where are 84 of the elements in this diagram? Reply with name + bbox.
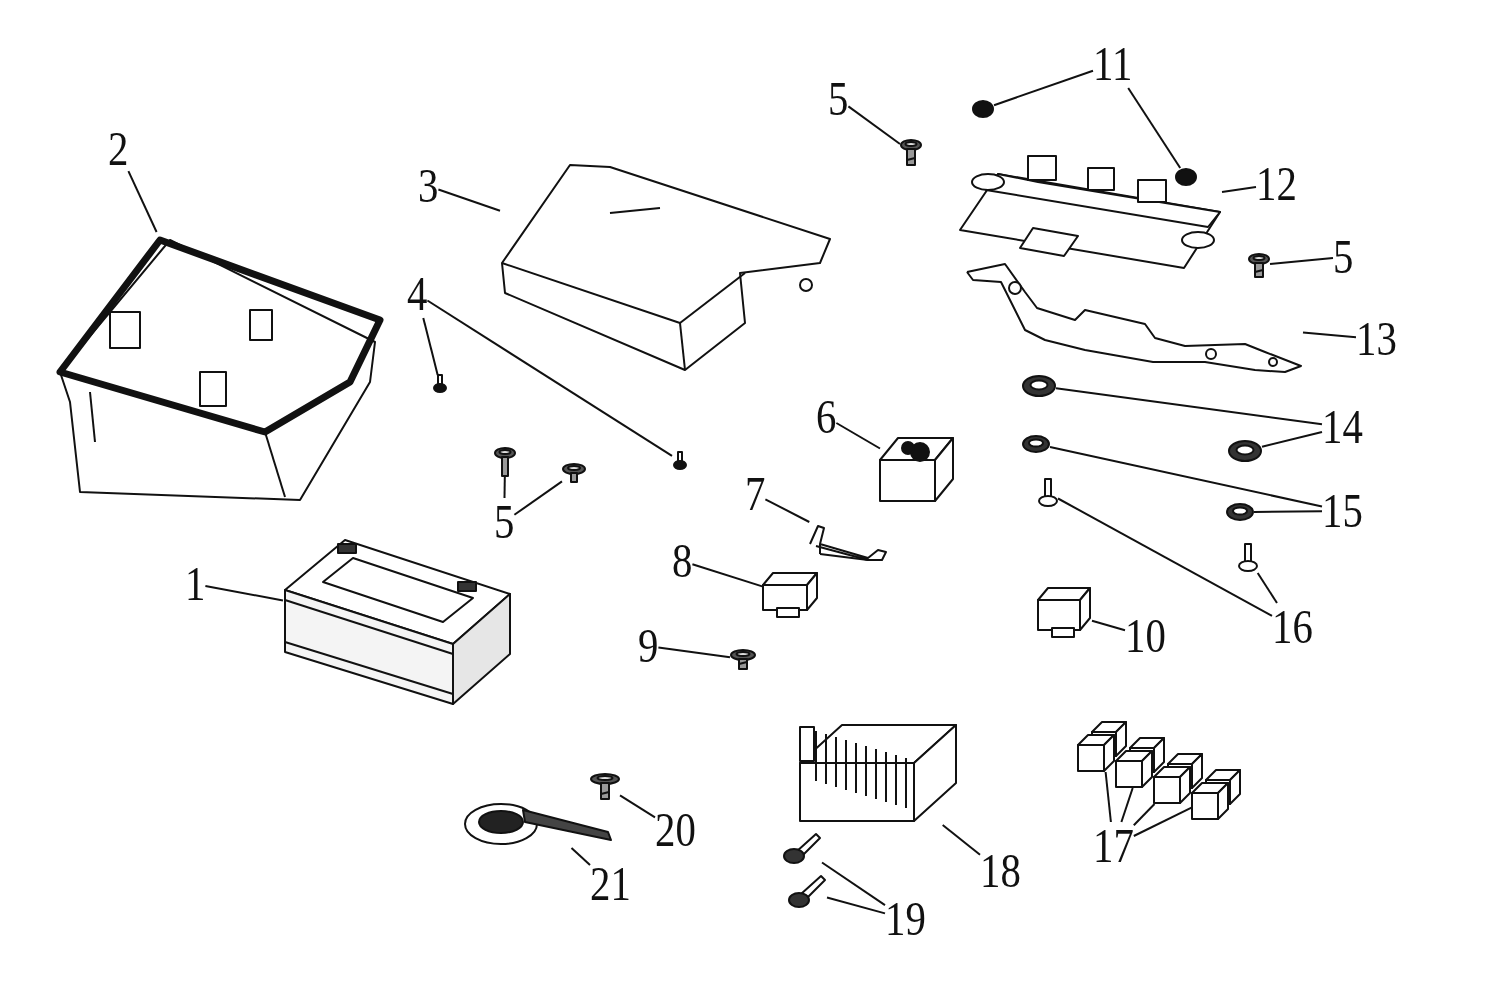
leader-line xyxy=(1132,806,1193,837)
screw-drawing xyxy=(1248,252,1270,278)
regulator-drawing xyxy=(800,725,960,825)
leader-line xyxy=(1049,446,1323,508)
bracket-drawing xyxy=(965,262,1303,374)
leader-line xyxy=(426,299,673,457)
leader-line xyxy=(503,476,506,499)
leader-line xyxy=(1221,186,1257,193)
callout-number: 5 xyxy=(828,75,849,123)
callout-number: 18 xyxy=(980,847,1021,895)
bolt-drawing xyxy=(1038,478,1058,508)
leader-line xyxy=(619,794,656,819)
leader-line xyxy=(826,896,886,915)
leader-line xyxy=(821,861,886,907)
bolt-drawing xyxy=(1238,543,1258,573)
leader-line xyxy=(422,317,439,376)
cover-drawing xyxy=(500,163,832,373)
relay-drawing xyxy=(880,438,955,503)
leader-line xyxy=(1057,497,1273,617)
bracket-drawing xyxy=(808,522,888,562)
pin-drawing xyxy=(672,452,688,470)
leader-line xyxy=(847,105,901,145)
callout-number: 12 xyxy=(1256,160,1297,208)
screw-drawing xyxy=(900,138,922,166)
relay-drawing xyxy=(1192,770,1242,820)
bolt-drawing xyxy=(787,874,827,910)
leader-line xyxy=(1120,787,1134,823)
callout-number: 20 xyxy=(655,806,696,854)
callout-number: 3 xyxy=(418,162,439,210)
screw-drawing xyxy=(590,772,620,800)
leader-line xyxy=(513,480,563,516)
leader-line xyxy=(1091,619,1126,632)
screw-drawing xyxy=(730,648,756,670)
pin-drawing xyxy=(432,375,448,393)
leader-line xyxy=(835,422,881,450)
callout-number: 5 xyxy=(1333,233,1354,281)
battery-drawing xyxy=(283,538,513,706)
leader-line xyxy=(204,584,284,602)
leader-line xyxy=(1256,572,1278,604)
washer-drawing xyxy=(1228,440,1262,462)
leader-line xyxy=(1302,331,1357,339)
leader-line xyxy=(437,188,501,212)
leader-line xyxy=(570,847,591,867)
callout-number: 1 xyxy=(185,560,206,608)
clip-drawing xyxy=(562,463,586,483)
leader-line xyxy=(657,646,731,659)
callout-number: 21 xyxy=(590,860,631,908)
leader-line xyxy=(691,563,764,588)
connector-drawing xyxy=(1038,588,1092,638)
leader-line xyxy=(764,498,811,523)
callout-number: 6 xyxy=(816,393,837,441)
callout-number: 15 xyxy=(1322,487,1363,535)
leader-line xyxy=(1253,510,1323,513)
control-unit-drawing xyxy=(958,152,1222,270)
callout-number: 2 xyxy=(108,125,129,173)
callout-number: 10 xyxy=(1125,612,1166,660)
washer-drawing xyxy=(1022,375,1056,397)
leader-line xyxy=(127,170,158,233)
callout-number: 4 xyxy=(407,270,428,318)
callout-number: 19 xyxy=(885,895,926,943)
connector-drawing xyxy=(763,573,819,618)
callout-number: 17 xyxy=(1093,822,1134,870)
callout-number: 8 xyxy=(672,537,693,585)
leader-line xyxy=(1055,387,1323,426)
leader-line xyxy=(941,824,981,856)
leader-line xyxy=(1132,803,1156,827)
rubber-dot-drawing xyxy=(1175,168,1197,186)
leader-line xyxy=(1127,87,1182,169)
leader-line xyxy=(993,69,1094,107)
callout-number: 9 xyxy=(638,622,659,670)
callout-number: 11 xyxy=(1093,40,1133,88)
callout-number: 14 xyxy=(1322,403,1363,451)
callout-number: 13 xyxy=(1356,315,1397,363)
leader-line xyxy=(1269,257,1334,265)
washer-drawing xyxy=(1022,435,1050,453)
clip-drawing xyxy=(494,447,516,477)
washer-drawing xyxy=(1226,503,1254,521)
callout-number: 7 xyxy=(745,470,766,518)
bolt-drawing xyxy=(782,832,822,866)
rubber-dot-drawing xyxy=(972,100,994,118)
leader-line xyxy=(1104,771,1112,823)
leader-line xyxy=(1261,431,1323,448)
callout-number: 5 xyxy=(494,498,515,546)
callout-number: 16 xyxy=(1272,603,1313,651)
